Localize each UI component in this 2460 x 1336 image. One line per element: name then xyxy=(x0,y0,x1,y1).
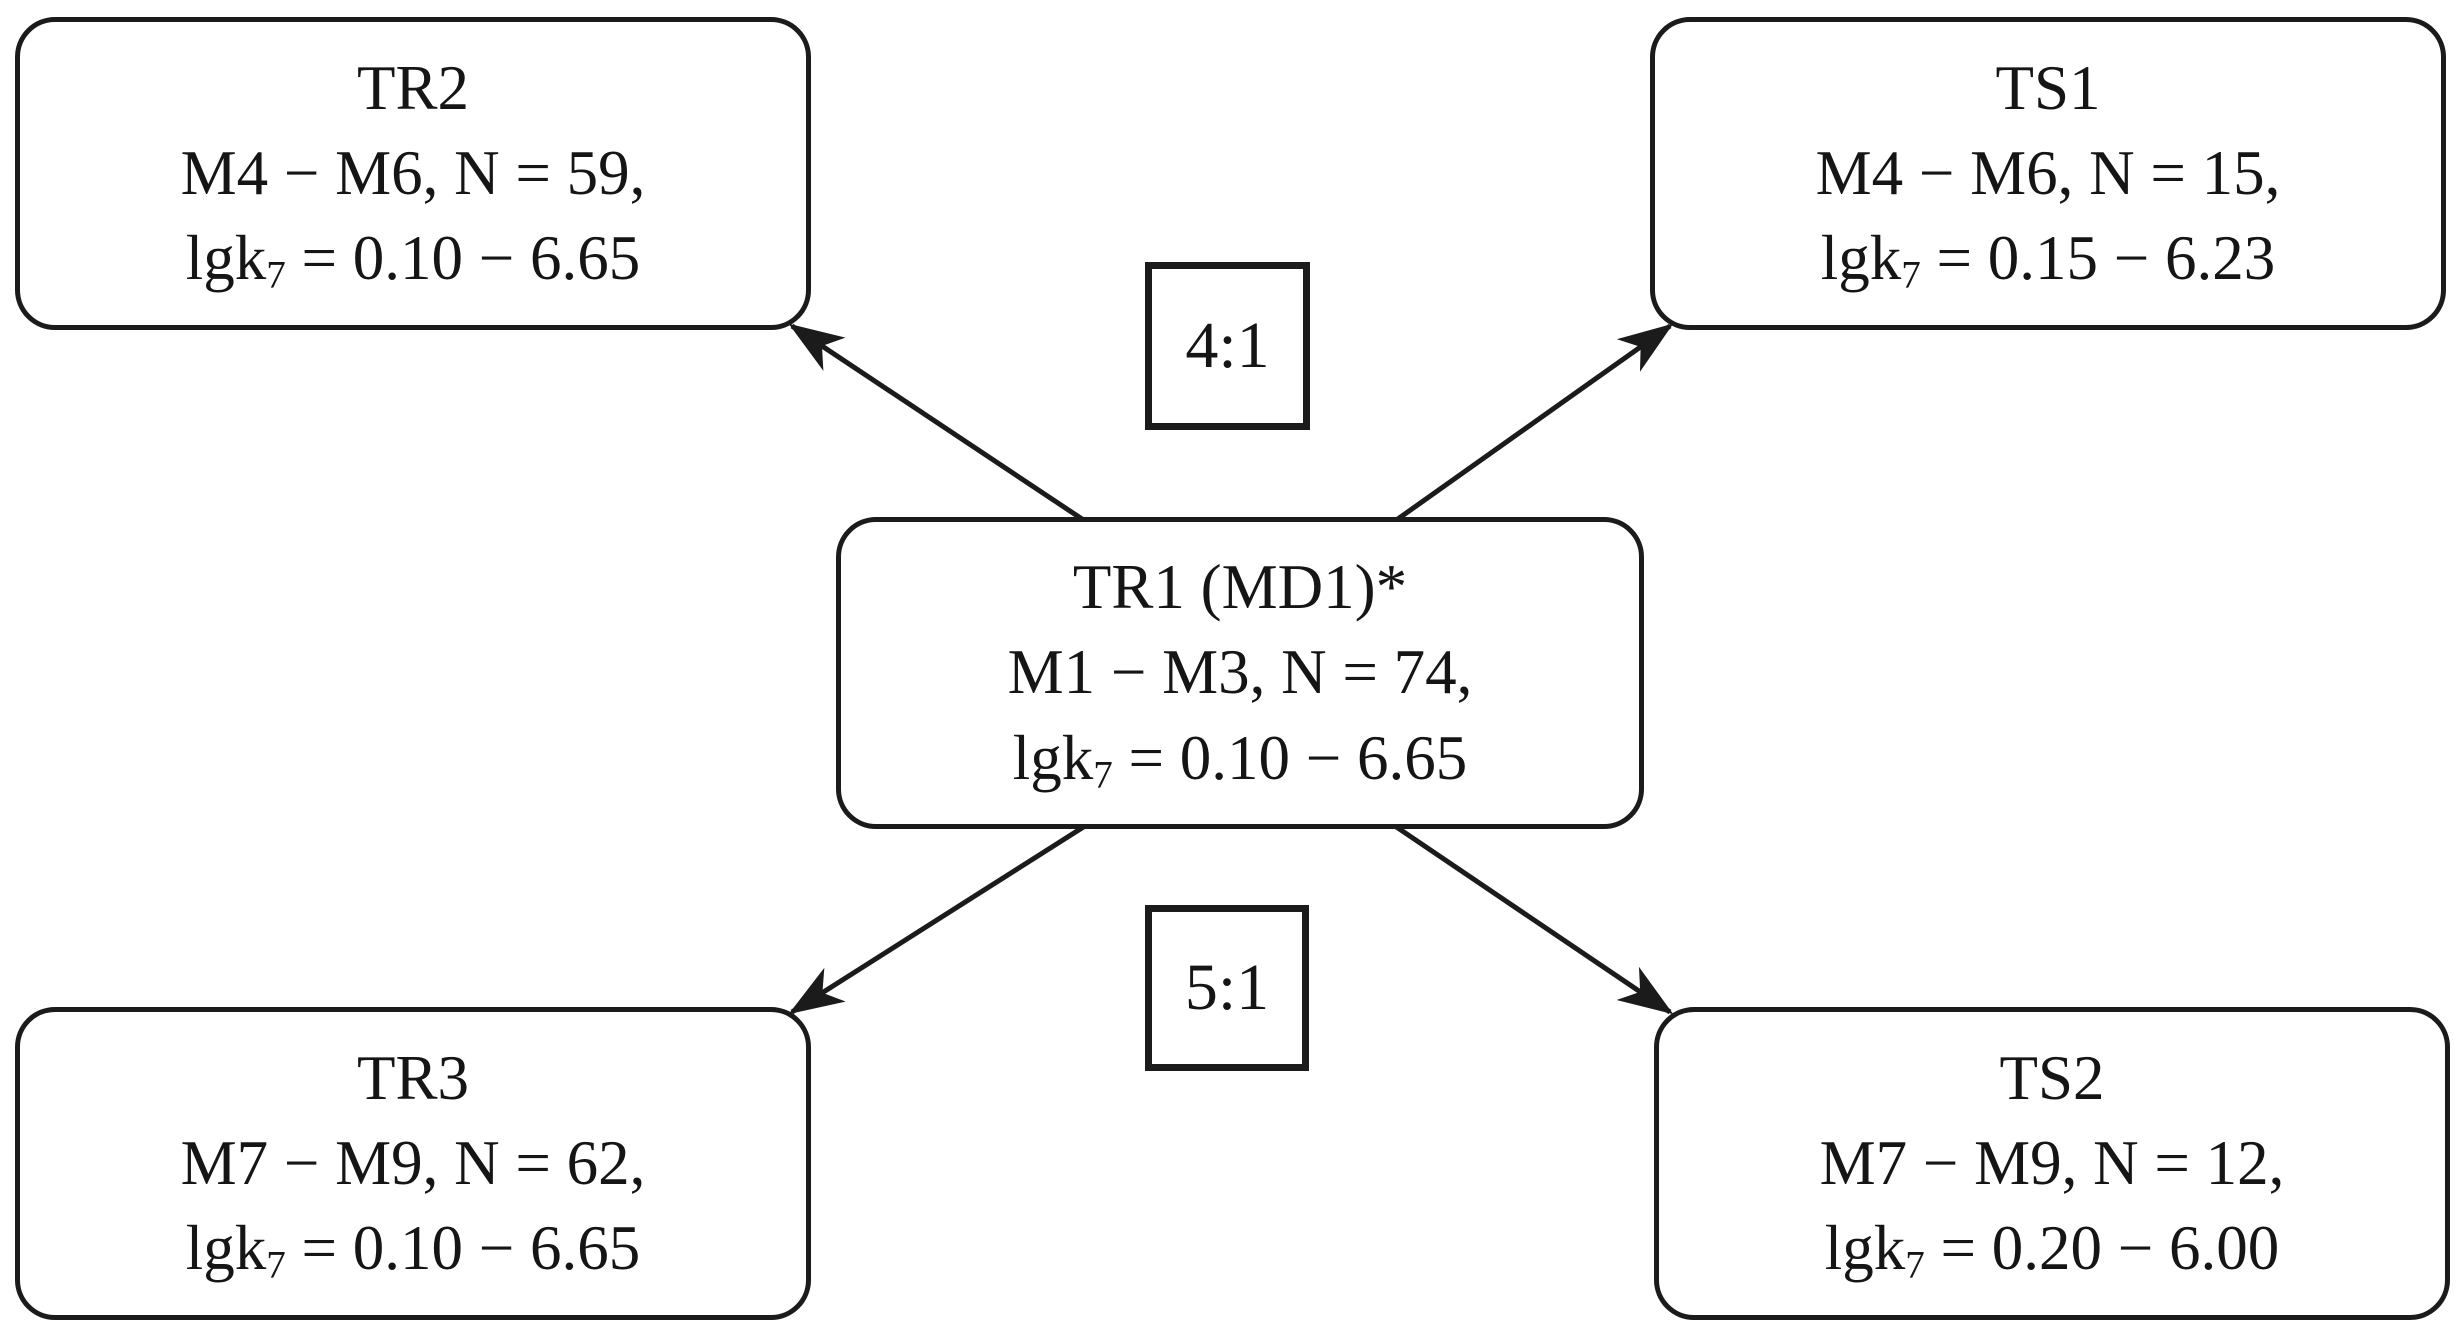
node-title: TR3 xyxy=(356,1042,469,1113)
node-k-range: lgk7 = 0.10 − 6.65 xyxy=(1012,722,1468,797)
node-title: TR1 (MD1)* xyxy=(1072,552,1408,623)
node-tr1-md1: TR1 (MD1)* M1 − M3, N = 74, lgk7 = 0.10 … xyxy=(836,517,1644,829)
node-tr3: TR3 M7 − M9, N = 62, lgk7 = 0.10 − 6.65 xyxy=(15,1007,811,1320)
arrow-tr1-to-tr2 xyxy=(788,323,1087,524)
k-subscript: 7 xyxy=(1905,1243,1925,1287)
node-title: TS2 xyxy=(1999,1042,2105,1113)
k-subscript: 7 xyxy=(266,253,286,297)
ratio-label: 4:1 xyxy=(1185,309,1270,382)
node-ts1: TS1 M4 − M6, N = 15, lgk7 = 0.15 − 6.23 xyxy=(1650,17,2446,330)
node-k-range: lgk7 = 0.10 − 6.65 xyxy=(185,223,641,297)
k-subscript: 7 xyxy=(266,1243,286,1287)
node-k-range: lgk7 = 0.10 − 6.65 xyxy=(185,1213,641,1287)
ratio-box-top: 4:1 xyxy=(1145,262,1310,430)
node-title: TS1 xyxy=(1995,52,2101,123)
node-k-range: lgk7 = 0.20 − 6.00 xyxy=(1824,1213,2280,1287)
node-tr2: TR2 M4 − M6, N = 59, lgk7 = 0.10 − 6.65 xyxy=(15,17,811,330)
node-members: M7 − M9, N = 62, xyxy=(180,1127,646,1198)
node-title: TR2 xyxy=(356,52,469,123)
node-members: M4 − M6, N = 15, xyxy=(1815,137,2281,208)
arrow-tr1-to-ts2 xyxy=(1393,823,1674,1015)
k-subscript: 7 xyxy=(1093,753,1113,797)
ratio-box-bottom: 5:1 xyxy=(1145,905,1309,1071)
ratio-label: 5:1 xyxy=(1184,951,1270,1024)
node-members: M7 − M9, N = 12, xyxy=(1819,1127,2285,1198)
arrow-tr1-to-tr3 xyxy=(788,823,1087,1015)
arrow-tr1-to-ts1 xyxy=(1393,323,1674,524)
node-ts2: TS2 M7 − M9, N = 12, lgk7 = 0.20 − 6.00 xyxy=(1654,1007,2450,1320)
k-subscript: 7 xyxy=(1901,253,1921,297)
node-members: M1 − M3, N = 74, xyxy=(1007,637,1473,708)
node-k-range: lgk7 = 0.15 − 6.23 xyxy=(1820,223,2276,297)
node-members: M4 − M6, N = 59, xyxy=(180,137,646,208)
